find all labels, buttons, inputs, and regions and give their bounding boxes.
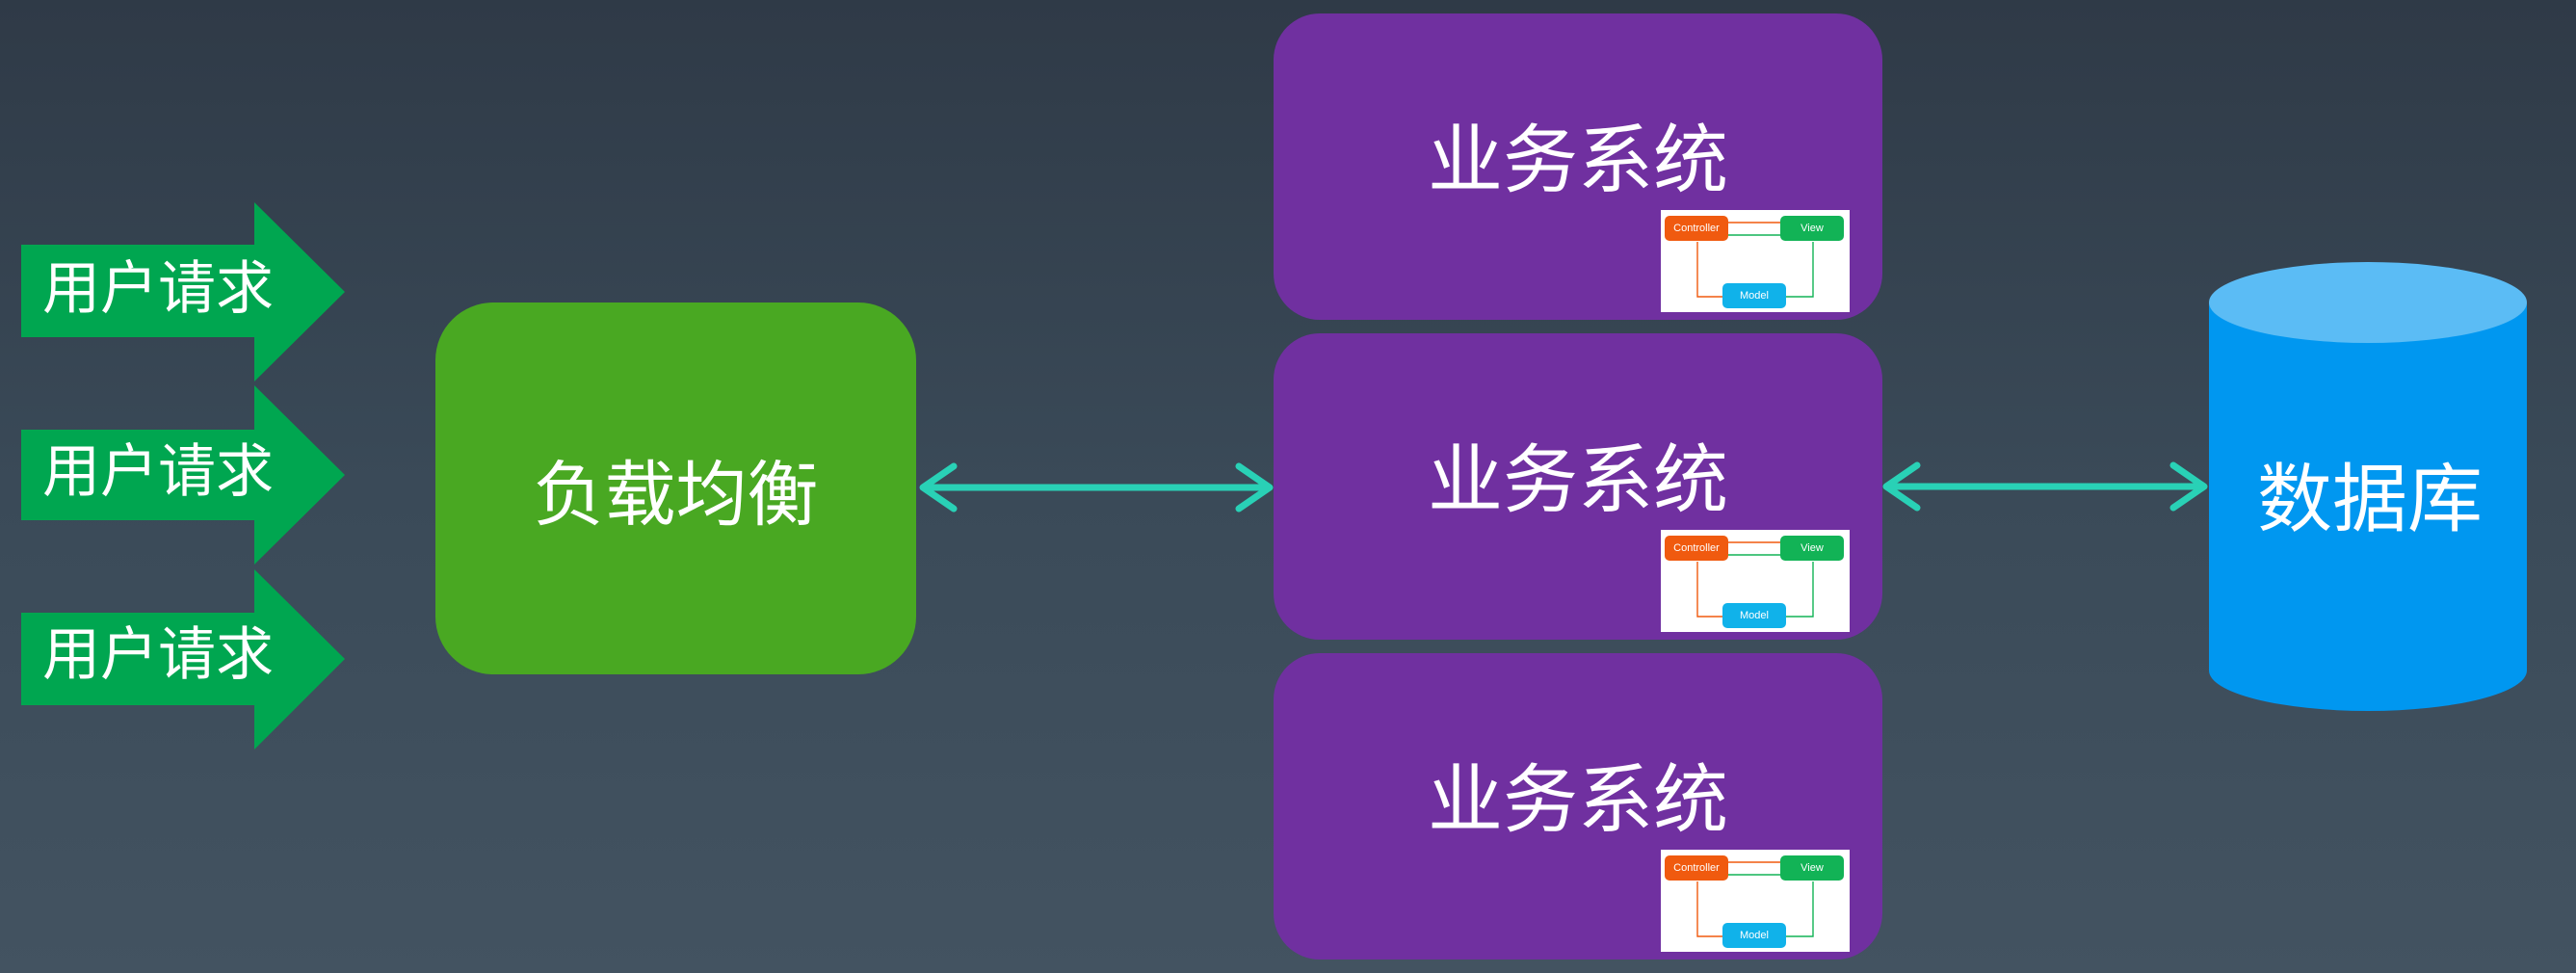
mvc-connectors <box>1665 855 1844 948</box>
business-system-3: 业务系统 Controller View Model <box>1274 653 1882 960</box>
mvc-controller-label: Controller <box>1673 223 1720 234</box>
request-label-3: 用户请求 <box>42 621 274 689</box>
mvc-connectors <box>1665 216 1844 308</box>
business-system-1: 业务系统 Controller View Model <box>1274 13 1882 320</box>
mvc-view-label: View <box>1801 862 1824 874</box>
business-system-2: 业务系统 Controller View Model <box>1274 333 1882 640</box>
mvc-model-label: Model <box>1740 930 1769 941</box>
mvc-connectors <box>1665 536 1844 628</box>
mvc-diagram: Controller View Model <box>1661 850 1850 952</box>
database-cylinder <box>2209 262 2527 711</box>
mvc-view-label: View <box>1801 223 1824 234</box>
database-label: 数据库 <box>2256 457 2483 543</box>
load-balancer-label: 负载均衡 <box>533 453 819 537</box>
mvc-diagram: Controller View Model <box>1661 530 1850 632</box>
request-arrow-1 <box>21 202 345 381</box>
mvc-model-label: Model <box>1740 290 1769 302</box>
mvc-view-label: View <box>1801 542 1824 554</box>
business-system-label: 业务系统 <box>1427 757 1728 844</box>
load-balancer-box: 负载均衡 <box>435 302 916 674</box>
connector-business-db <box>1882 461 2208 512</box>
request-arrow-3 <box>21 569 345 749</box>
mvc-controller-label: Controller <box>1673 542 1720 554</box>
request-label-1: 用户请求 <box>42 255 274 323</box>
mvc-model-label: Model <box>1740 610 1769 621</box>
request-label-2: 用户请求 <box>42 438 274 506</box>
business-system-label: 业务系统 <box>1427 437 1728 524</box>
business-system-label: 业务系统 <box>1427 118 1728 204</box>
mvc-diagram: Controller View Model <box>1661 210 1850 312</box>
request-arrow-2 <box>21 385 345 565</box>
connector-lb-business <box>919 462 1274 513</box>
mvc-controller-label: Controller <box>1673 862 1720 874</box>
